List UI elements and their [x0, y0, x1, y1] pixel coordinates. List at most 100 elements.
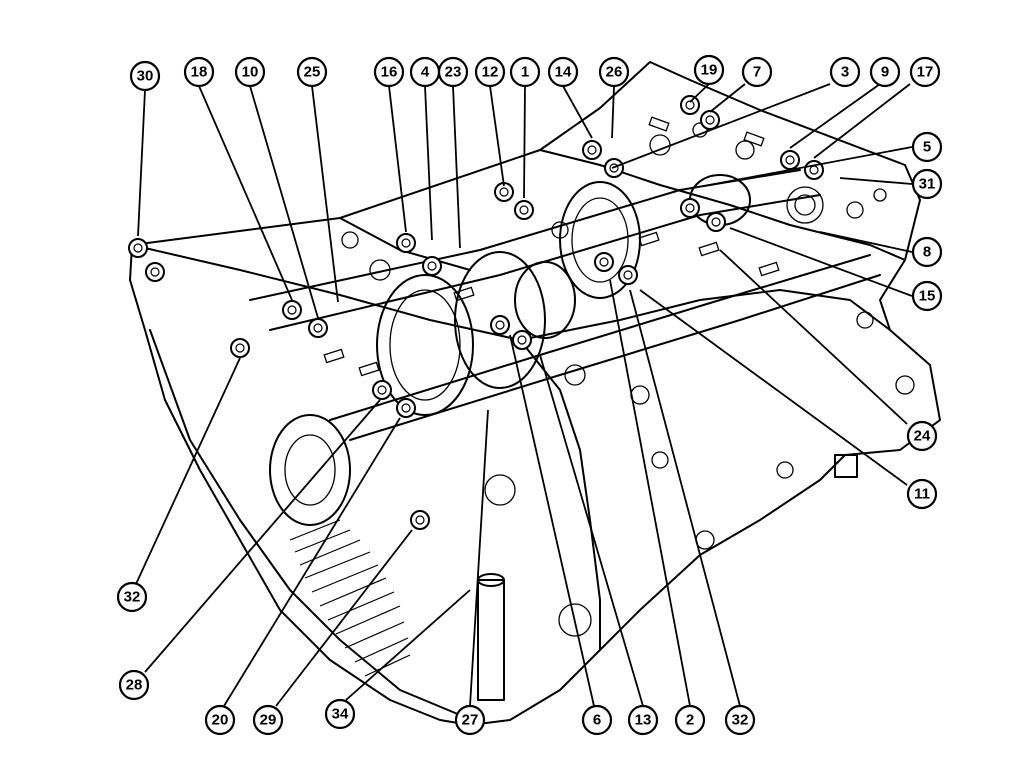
callout-14: 14 [547, 56, 579, 88]
bolt-washer [401, 238, 411, 248]
callouts: 30 18 10 25 16 4 23 12 1 14 26 19 7 3 9 … [116, 54, 943, 736]
bolt-washer [587, 145, 597, 155]
bolt-washer [499, 187, 509, 197]
bolt-washer [609, 163, 619, 173]
bolt-head [422, 256, 442, 276]
bolt-washer [711, 217, 721, 227]
callout-label: 12 [482, 64, 499, 81]
callout-label: 16 [381, 64, 398, 81]
callout-label: 10 [242, 64, 259, 81]
callout-24: 24 [906, 420, 938, 452]
callout-16: 16 [373, 56, 405, 88]
callout-label: 7 [753, 64, 761, 81]
callout-30-top: 30 [129, 60, 161, 92]
callout-label: 6 [593, 712, 601, 729]
bolt-head [680, 95, 700, 115]
bolt-washer [150, 267, 160, 277]
callout-13: 13 [627, 704, 659, 736]
callout-label: 34 [332, 706, 349, 723]
callout-label: 4 [421, 64, 430, 81]
callout-29: 29 [252, 704, 284, 736]
callout-label: 24 [914, 428, 931, 445]
bolt-washer [235, 343, 245, 353]
bolt-washer [133, 243, 143, 253]
callout-31: 31 [911, 168, 943, 200]
callout-label: 3 [841, 64, 849, 81]
callout-label: 26 [606, 64, 623, 81]
callout-15: 15 [911, 280, 943, 312]
callout-7: 7 [741, 56, 773, 88]
bolt-head [128, 238, 148, 258]
callout-label: 31 [919, 176, 936, 193]
callout-25: 25 [296, 56, 328, 88]
engine-block-drawing [129, 61, 941, 726]
callout-23: 23 [437, 56, 469, 88]
callout-10: 10 [234, 56, 266, 88]
bolt-washer [377, 385, 387, 395]
bolt-head [396, 398, 416, 418]
callout-label: 20 [212, 712, 229, 729]
hatched-region [289, 519, 411, 677]
callout-label: 2 [686, 712, 694, 729]
bolt-head [230, 338, 250, 358]
bolt-head [490, 315, 510, 335]
callout-label: 17 [917, 64, 934, 81]
bolt-washer [313, 323, 323, 333]
bolt-washer [401, 403, 411, 413]
callout-6: 6 [581, 704, 613, 736]
bolt-washer [287, 305, 297, 315]
bolt-head [700, 110, 720, 130]
bolt-head [582, 140, 602, 160]
bolt-head [410, 510, 430, 530]
bolt-head [514, 200, 534, 220]
bolt-head [372, 380, 392, 400]
callout-32-left: 32 [116, 581, 148, 613]
callout-18: 18 [183, 56, 215, 88]
bolt-head [145, 262, 165, 282]
callout-label: 15 [919, 288, 936, 305]
callout-27: 27 [454, 704, 486, 736]
bolt-head [780, 150, 800, 170]
callout-32-bottom: 32 [724, 704, 756, 736]
callout-label: 19 [701, 62, 718, 79]
bolt-head [396, 233, 416, 253]
callout-label: 23 [445, 64, 462, 81]
bolt-washer [427, 261, 437, 271]
bolt-washer [685, 203, 695, 213]
bolt-head [282, 300, 302, 320]
callout-4: 4 [409, 56, 441, 88]
bolt-washer [705, 115, 715, 125]
callout-8: 8 [911, 236, 943, 268]
callout-label: 5 [923, 139, 931, 156]
callout-19: 19 [693, 54, 725, 86]
callout-label: 13 [635, 712, 652, 729]
bolt-heads [128, 95, 824, 530]
callout-label: 29 [260, 712, 277, 729]
callout-label: 28 [126, 677, 143, 694]
callout-label: 27 [462, 712, 479, 729]
callout-17: 17 [909, 56, 941, 88]
callout-label: 32 [124, 589, 141, 606]
bolt-head [706, 212, 726, 232]
leader-lines [135, 83, 913, 707]
callout-12: 12 [474, 56, 506, 88]
callout-label: 18 [191, 64, 208, 81]
callout-label: 30 [137, 68, 154, 85]
callout-label: 32 [732, 712, 749, 729]
bolt-washer [785, 155, 795, 165]
callout-label: 25 [304, 64, 321, 81]
callout-2: 2 [674, 704, 706, 736]
callout-label: 14 [555, 64, 572, 81]
bolt-head [594, 252, 614, 272]
bolt-head [308, 318, 328, 338]
callout-label: 1 [521, 64, 529, 81]
callout-20: 20 [204, 704, 236, 736]
callout-28: 28 [118, 669, 150, 701]
bolt-head [680, 198, 700, 218]
callout-1: 1 [509, 56, 541, 88]
bolt-washer [599, 257, 609, 267]
callout-9-top: 9 [869, 56, 901, 88]
callout-26: 26 [598, 56, 630, 88]
bolt-washer [495, 320, 505, 330]
